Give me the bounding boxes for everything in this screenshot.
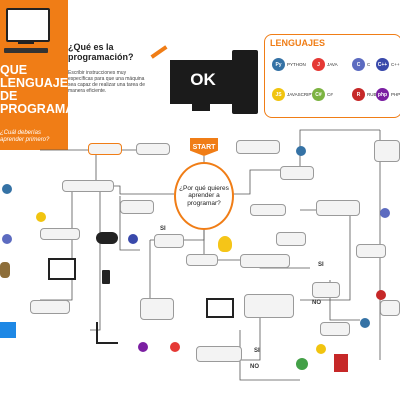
python-flow-icon-2 — [296, 146, 306, 156]
java-flow-icon — [170, 342, 180, 352]
intro-text: Escribir instrucciones muy específicas p… — [68, 70, 145, 94]
no-label: NO — [312, 300, 321, 306]
language-logo-icon: C — [352, 58, 365, 71]
language-name: C# — [327, 92, 333, 97]
desktop-icon — [48, 258, 76, 280]
flow-node — [380, 300, 400, 316]
language-name: C++ — [391, 62, 400, 67]
flow-node — [316, 200, 360, 216]
flow-node — [140, 298, 174, 320]
ok-label: OK — [190, 70, 216, 89]
language-logo-icon: J — [312, 58, 325, 71]
monitor-base — [192, 103, 210, 111]
flow-node — [312, 282, 340, 298]
flow-node — [320, 322, 350, 336]
javascript-flow-icon-2 — [316, 344, 326, 354]
no-label-2: NO — [250, 364, 259, 370]
keyboard-icon — [4, 48, 48, 53]
language-name: PHP — [391, 92, 400, 97]
flow-node — [236, 140, 280, 154]
flow-node — [276, 232, 306, 246]
windows-logo-icon — [0, 322, 16, 338]
ruby-flow-icon — [376, 290, 386, 300]
center-question: ¿Por qué quieres aprender a programar? — [174, 162, 234, 230]
hero-banner: QUE LENGUAJE DE PROGRAMACIÓN ¿Cuál deber… — [0, 0, 68, 150]
gamepad-icon — [96, 232, 118, 244]
hero-subtitle: ¿Cuál deberías aprender primero? — [0, 130, 50, 143]
flow-node — [186, 254, 218, 266]
flow-node — [154, 234, 184, 248]
server-icon — [334, 354, 348, 372]
c-flow-icon-2 — [380, 208, 390, 218]
language-logo-icon: Py — [272, 58, 285, 71]
monitor-stand — [18, 40, 34, 44]
language-logo-icon: C# — [312, 88, 325, 101]
c-flow-icon — [2, 234, 12, 244]
languages-panel — [264, 34, 400, 118]
yes-label: SI — [318, 262, 324, 268]
phone-icon — [102, 270, 110, 284]
javascript-flow-icon — [36, 212, 46, 222]
flow-node — [196, 346, 242, 362]
flow-node — [280, 166, 314, 180]
language-name: JAVA — [327, 62, 338, 67]
lightbulb-icon — [218, 236, 232, 252]
intro-question: ¿Qué es la programación? — [68, 42, 134, 62]
yes-label-2: SI — [254, 348, 260, 354]
python-flow-icon-3 — [360, 318, 370, 328]
flow-node — [374, 140, 400, 162]
csharp-flow-icon-2 — [296, 358, 308, 370]
chart-icon — [96, 322, 118, 344]
monitor-icon — [6, 8, 50, 42]
flow-node — [88, 143, 122, 155]
flow-node — [136, 143, 170, 155]
languages-heading: LENGUAJES — [270, 38, 326, 48]
laptop-icon — [206, 298, 234, 318]
pc-tower-icon — [232, 50, 258, 114]
flow-node — [62, 180, 114, 192]
flow-node — [30, 300, 70, 314]
language-name: C — [367, 62, 371, 67]
language-item-c: C#C# — [312, 88, 333, 101]
language-name: JAVASCRIPT — [287, 92, 315, 97]
language-logo-icon: C++ — [376, 58, 389, 71]
ok-monitor-icon: OK — [170, 60, 236, 104]
flow-node — [240, 254, 290, 268]
hero-title: QUE LENGUAJE DE PROGRAMACIÓN — [0, 63, 68, 116]
money-bag-icon — [0, 262, 10, 278]
start-marker: START — [190, 138, 218, 156]
language-name: RUBY — [367, 92, 380, 97]
flow-node — [250, 204, 286, 216]
language-logo-icon: JS — [272, 88, 285, 101]
flow-node — [120, 200, 154, 214]
php-flow-icon — [138, 342, 148, 352]
yes-label-3: SI — [160, 226, 166, 232]
language-logo-icon: php — [376, 88, 389, 101]
language-logo-icon: R — [352, 88, 365, 101]
language-name: PYTHON — [287, 62, 306, 67]
csharp-flow-icon — [128, 234, 138, 244]
language-item-c: C++C++ — [376, 58, 400, 71]
flow-node — [356, 244, 386, 258]
flow-node — [244, 294, 294, 318]
flow-node — [40, 228, 80, 240]
python-flow-icon — [2, 184, 12, 194]
